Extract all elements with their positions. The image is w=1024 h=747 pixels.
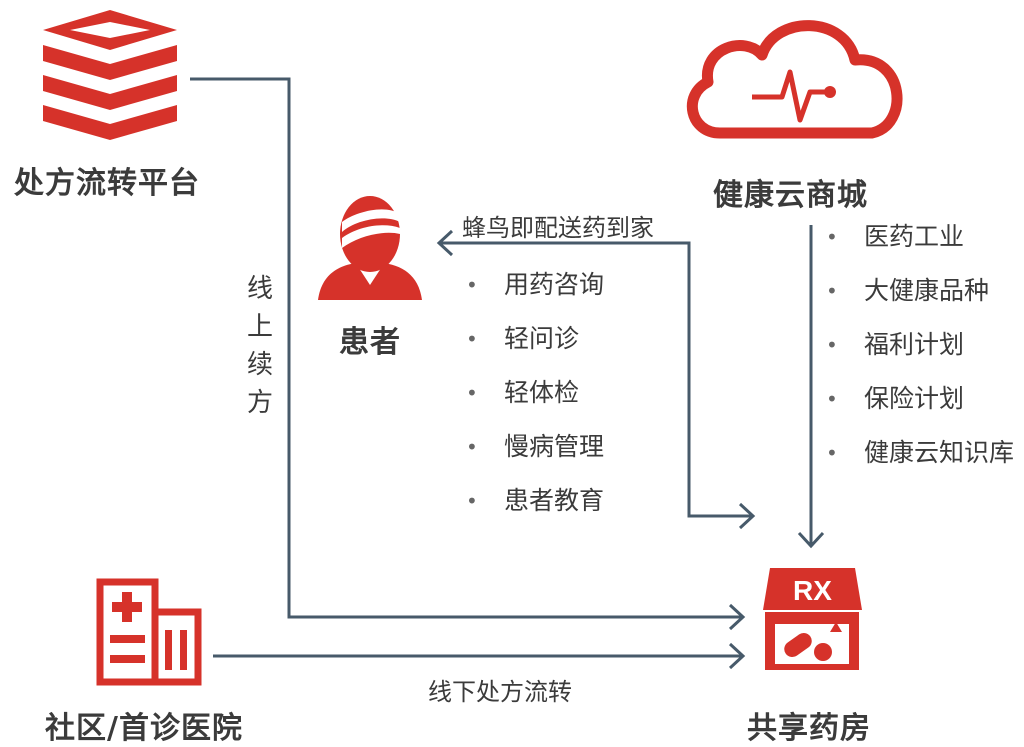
list-item: 患者教育: [466, 474, 604, 528]
delivery-label: 蜂鸟即配送药到家: [462, 214, 654, 242]
delivery-arrowhead-right: [738, 502, 756, 530]
platform-label: 处方流转平台: [14, 166, 200, 201]
mall-label: 健康云商城: [713, 178, 868, 213]
patient-label: 患者: [339, 325, 401, 360]
patient-services-list: 用药咨询 轻问诊 轻体检 慢病管理 患者教育: [466, 258, 604, 528]
offline-transfer-label: 线下处方流转: [428, 678, 572, 706]
pharmacy-rx-sign: RX: [793, 575, 832, 606]
list-item: 轻问诊: [466, 312, 604, 366]
mall-services-list: 医药工业 大健康品种 福利计划 保险计划 健康云知识库: [826, 210, 1014, 480]
pharmacy-label: 共享药房: [747, 711, 871, 746]
delivery-arrow: [440, 241, 752, 518]
list-item: 健康云知识库: [826, 426, 1014, 480]
list-item: 慢病管理: [466, 420, 604, 474]
online-renewal-arrowhead: [728, 603, 746, 631]
online-renewal-arrow: [190, 77, 742, 619]
list-item: 医药工业: [826, 210, 1014, 264]
hospital-label: 社区/首诊医院: [45, 711, 243, 746]
list-item: 轻体检: [466, 366, 604, 420]
delivery-arrowhead-left: [436, 229, 454, 257]
list-item: 福利计划: [826, 318, 1014, 372]
online-renewal-label: 线上续方: [246, 274, 273, 418]
list-item: 用药咨询: [466, 258, 604, 312]
mall-to-pharmacy-arrowhead: [797, 531, 825, 549]
list-item: 保险计划: [826, 372, 1014, 426]
offline-transfer-arrowhead: [728, 642, 746, 670]
list-item: 大健康品种: [826, 264, 1014, 318]
